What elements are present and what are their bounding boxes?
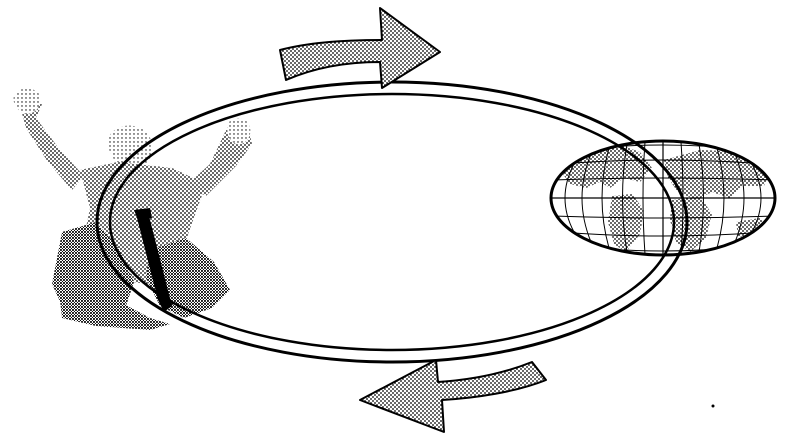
cheering-person-icon (14, 89, 252, 331)
world-map-globe-icon (551, 141, 775, 255)
top-arrow-right-icon (280, 8, 440, 88)
bottom-arrow-left-icon (360, 360, 546, 432)
speck-dot (712, 405, 715, 408)
